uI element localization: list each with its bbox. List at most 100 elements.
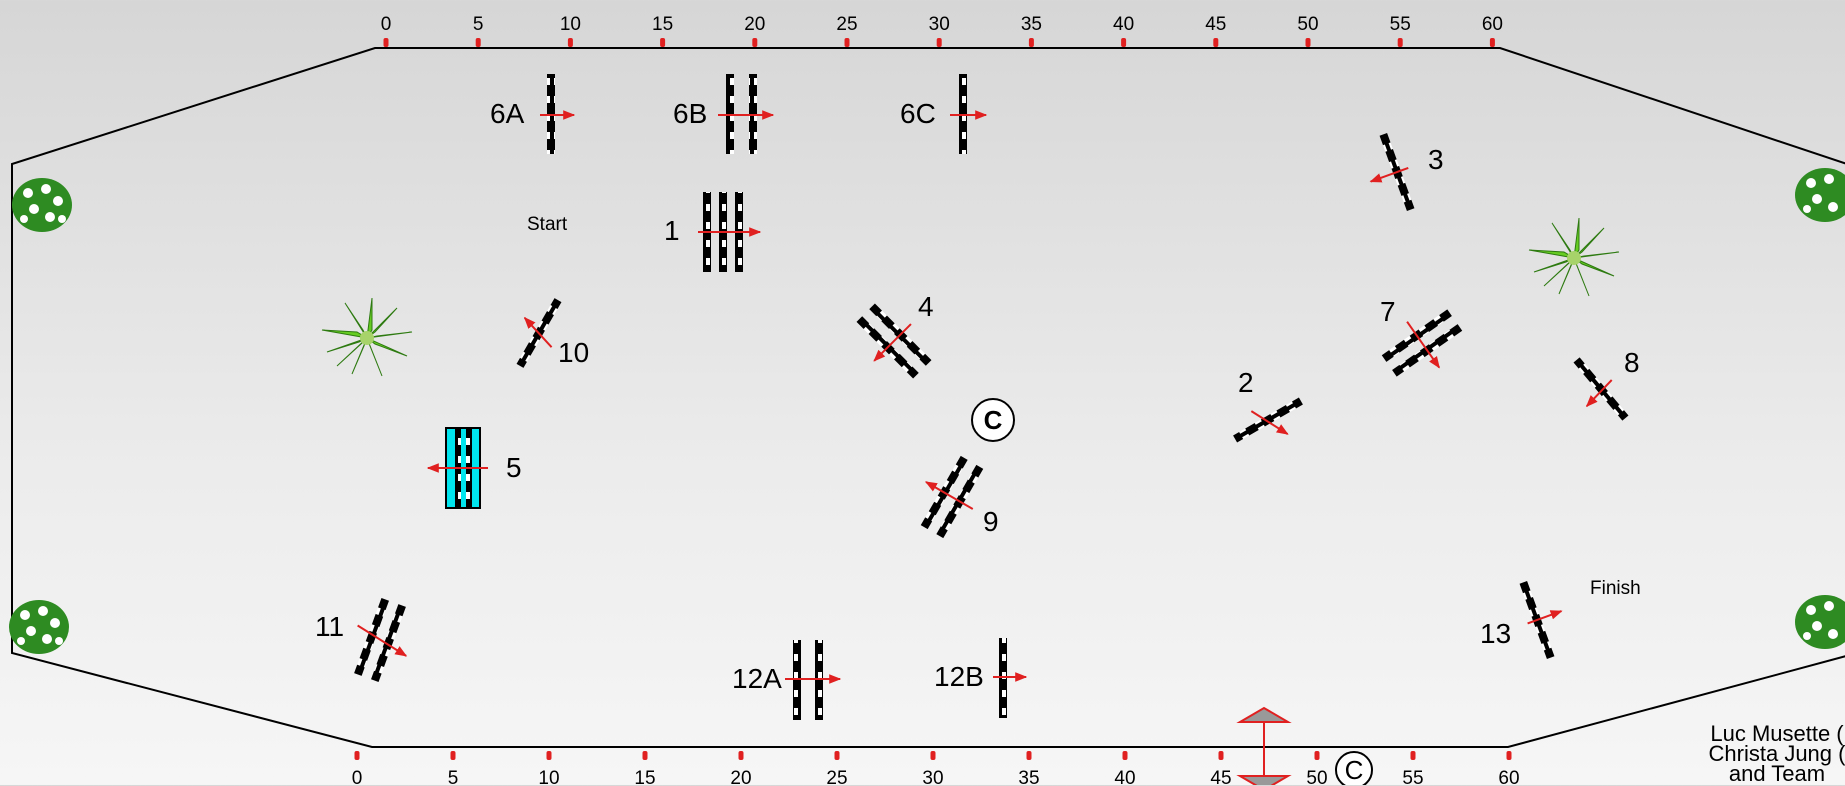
obstacle-13: [1519, 581, 1563, 659]
ruler-label: 55: [1390, 14, 1411, 35]
credit-line: Christa Jung (: [1708, 741, 1845, 766]
ruler-tick: [1305, 38, 1311, 47]
obstacle-label-4: 4: [918, 291, 934, 322]
ruler-tick: [1026, 751, 1032, 760]
ruler-label: 35: [1018, 768, 1039, 785]
ruler-label: 10: [538, 768, 559, 785]
obstacle-label-11: 11: [315, 611, 344, 642]
ruler-label: 40: [1114, 768, 1135, 785]
obstacle-label-2: 2: [1238, 367, 1254, 398]
obstacle-7: [1381, 309, 1463, 377]
flower-bush-icon: [12, 178, 72, 232]
ruler-label: 50: [1306, 768, 1327, 785]
obstacle-label-7: 7: [1380, 296, 1396, 327]
obstacle-label-12B: 12B: [934, 661, 984, 692]
ruler-label: 0: [352, 768, 363, 785]
ruler-label: 0: [381, 14, 392, 35]
course-designer-marker-icon: C: [1335, 751, 1373, 785]
course-marker-label: C: [1345, 755, 1364, 785]
potted-plant-icon: [321, 297, 413, 377]
credit-line: Luc Musette (: [1710, 721, 1844, 746]
start-label: Start: [527, 214, 568, 235]
ruler-label: 30: [922, 768, 943, 785]
ruler-bottom: 0 5 10 15 20 25 30 35 40 45 50 55 60: [352, 751, 1520, 785]
ruler-label: 50: [1297, 14, 1318, 35]
obstacle-label-6B: 6B: [673, 98, 707, 129]
entrance-gate-icon: [1236, 706, 1292, 785]
obstacle-label-5: 5: [506, 452, 522, 483]
obstacle-label-8: 8: [1624, 347, 1640, 378]
ruler-tick: [642, 751, 648, 760]
ruler-tick: [844, 38, 850, 47]
ruler-tick: [930, 751, 936, 760]
ruler-label: 60: [1498, 768, 1519, 785]
credit-line: and Team: [1728, 761, 1826, 786]
ruler-tick: [1218, 751, 1224, 760]
flower-bush-icon: [1795, 168, 1845, 222]
obstacle-6C: [950, 74, 988, 154]
ruler-tick: [354, 751, 360, 760]
obstacle-label-10: 10: [558, 337, 589, 368]
course-designer-marker-icon: C: [971, 398, 1015, 442]
ruler-tick: [1314, 751, 1320, 760]
flower-bush-icon: [1795, 595, 1845, 649]
obstacle-9: [920, 455, 984, 539]
obstacle-11: [354, 597, 408, 683]
flower-bush-icon: [9, 600, 69, 654]
ruler-label: 55: [1402, 768, 1423, 785]
credits: Luc Musette ( Christa Jung ( and Team: [1662, 721, 1845, 786]
obstacle-3: [1369, 133, 1415, 211]
ruler-tick: [567, 38, 573, 47]
ruler-tick: [660, 38, 666, 47]
obstacle-label-6C: 6C: [900, 98, 936, 129]
obstacle-label-12A: 12A: [732, 663, 782, 694]
course-marker-label: C: [984, 405, 1003, 435]
ruler-tick: [1506, 751, 1512, 760]
ruler-tick: [1213, 38, 1219, 47]
ruler-label: 5: [448, 768, 459, 785]
ruler-tick: [475, 38, 481, 47]
obstacle-2: [1233, 397, 1303, 443]
ruler-tick: [1121, 38, 1127, 47]
arena-boundary: [11, 47, 1845, 748]
obstacle-8: [1573, 357, 1629, 421]
potted-plant-icon: [1528, 217, 1620, 297]
ruler-label: 45: [1205, 14, 1226, 35]
ruler-tick: [1410, 751, 1416, 760]
ruler-tick: [1397, 38, 1403, 47]
ruler-label: 20: [744, 14, 765, 35]
ruler-tick: [1489, 38, 1495, 47]
obstacle-1: [698, 192, 762, 272]
ruler-label: 15: [634, 768, 655, 785]
ruler-tick: [1122, 751, 1128, 760]
obstacle-label-13: 13: [1480, 618, 1511, 649]
obstacle-label-1: 1: [664, 215, 680, 246]
ruler-label: 25: [836, 14, 857, 35]
obstacle-label-6A: 6A: [490, 98, 525, 129]
ruler-label: 20: [730, 768, 751, 785]
ruler-label: 10: [560, 14, 581, 35]
obstacle-4: [856, 303, 932, 379]
obstacle-6B: [718, 74, 775, 154]
ruler-tick: [383, 38, 389, 47]
obstacle-6A: [540, 74, 576, 154]
ruler-label: 25: [826, 768, 847, 785]
obstacle-12B: [993, 638, 1028, 718]
ruler-label: 40: [1113, 14, 1134, 35]
ruler-tick: [450, 751, 456, 760]
ruler-tick: [834, 751, 840, 760]
ruler-label: 60: [1482, 14, 1503, 35]
ruler-label: 15: [652, 14, 673, 35]
ruler-tick: [546, 751, 552, 760]
ruler-tick: [1028, 38, 1034, 47]
obstacle-10: [516, 298, 562, 368]
ruler-tick: [738, 751, 744, 760]
ruler-label: 5: [473, 14, 484, 35]
ruler-tick: [936, 38, 942, 47]
ruler-label: 45: [1210, 768, 1231, 785]
ruler-label: 30: [929, 14, 950, 35]
obstacle-label-9: 9: [983, 506, 999, 537]
obstacle-12A: [785, 640, 842, 720]
